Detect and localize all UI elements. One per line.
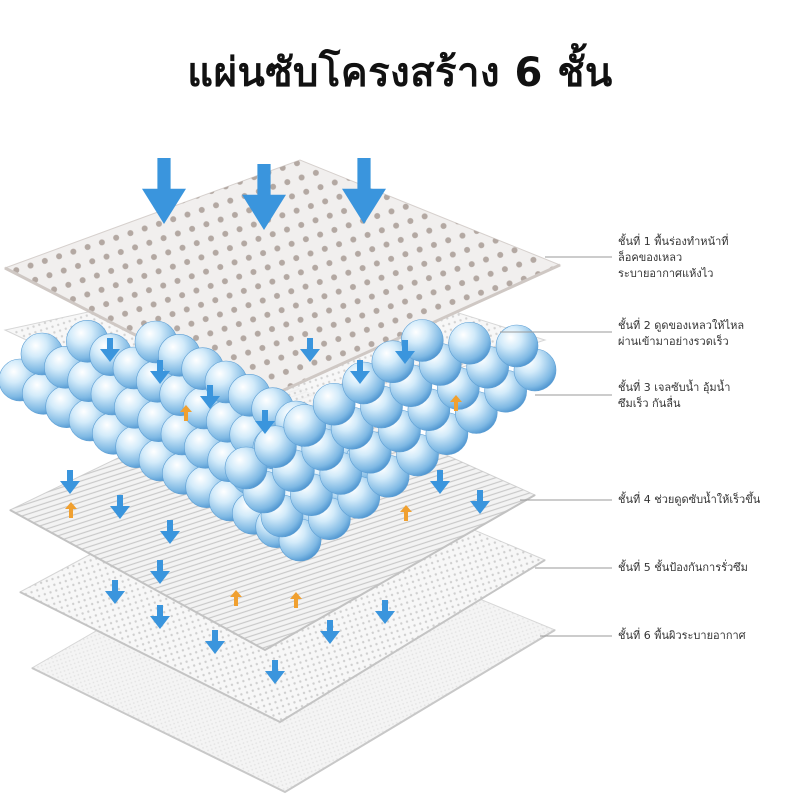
gel-sphere — [254, 425, 297, 469]
layer-2-label: ชั้นที่ 2 ดูดของเหลวให้ไหล ผ่านเข้ามาอย่… — [618, 319, 745, 348]
layer-4-label: ชั้นที่ 4 ช่วยดูดซับน้ำให้เร็วขึ้น — [618, 493, 761, 506]
gel-spheres-front — [0, 319, 557, 562]
gel-sphere — [224, 446, 268, 490]
gel-sphere — [312, 382, 356, 426]
gel-sphere — [448, 321, 491, 365]
gel-sphere — [283, 404, 327, 447]
gel-sphere — [495, 324, 539, 368]
leader-lines — [500, 256, 612, 637]
layer-5-label: ชั้นที่ 5 ชั้นป้องกันการรั่วซึม — [618, 561, 748, 574]
layer-3-label: ชั้นที่ 3 เจลซับน้ำ อุ้มน้ำ ซึมเร็ว กันล… — [618, 381, 731, 410]
layer-6-label: ชั้นที่ 6 พื้นผิวระบายอากาศ — [618, 629, 746, 642]
page-title: แผ่นซับโครงสร้าง 6 ชั้น — [187, 50, 613, 96]
layer-1-label: ชั้นที่ 1 พื้นร่องทำหน้าที่ ล็อคของเหลว … — [618, 235, 729, 280]
